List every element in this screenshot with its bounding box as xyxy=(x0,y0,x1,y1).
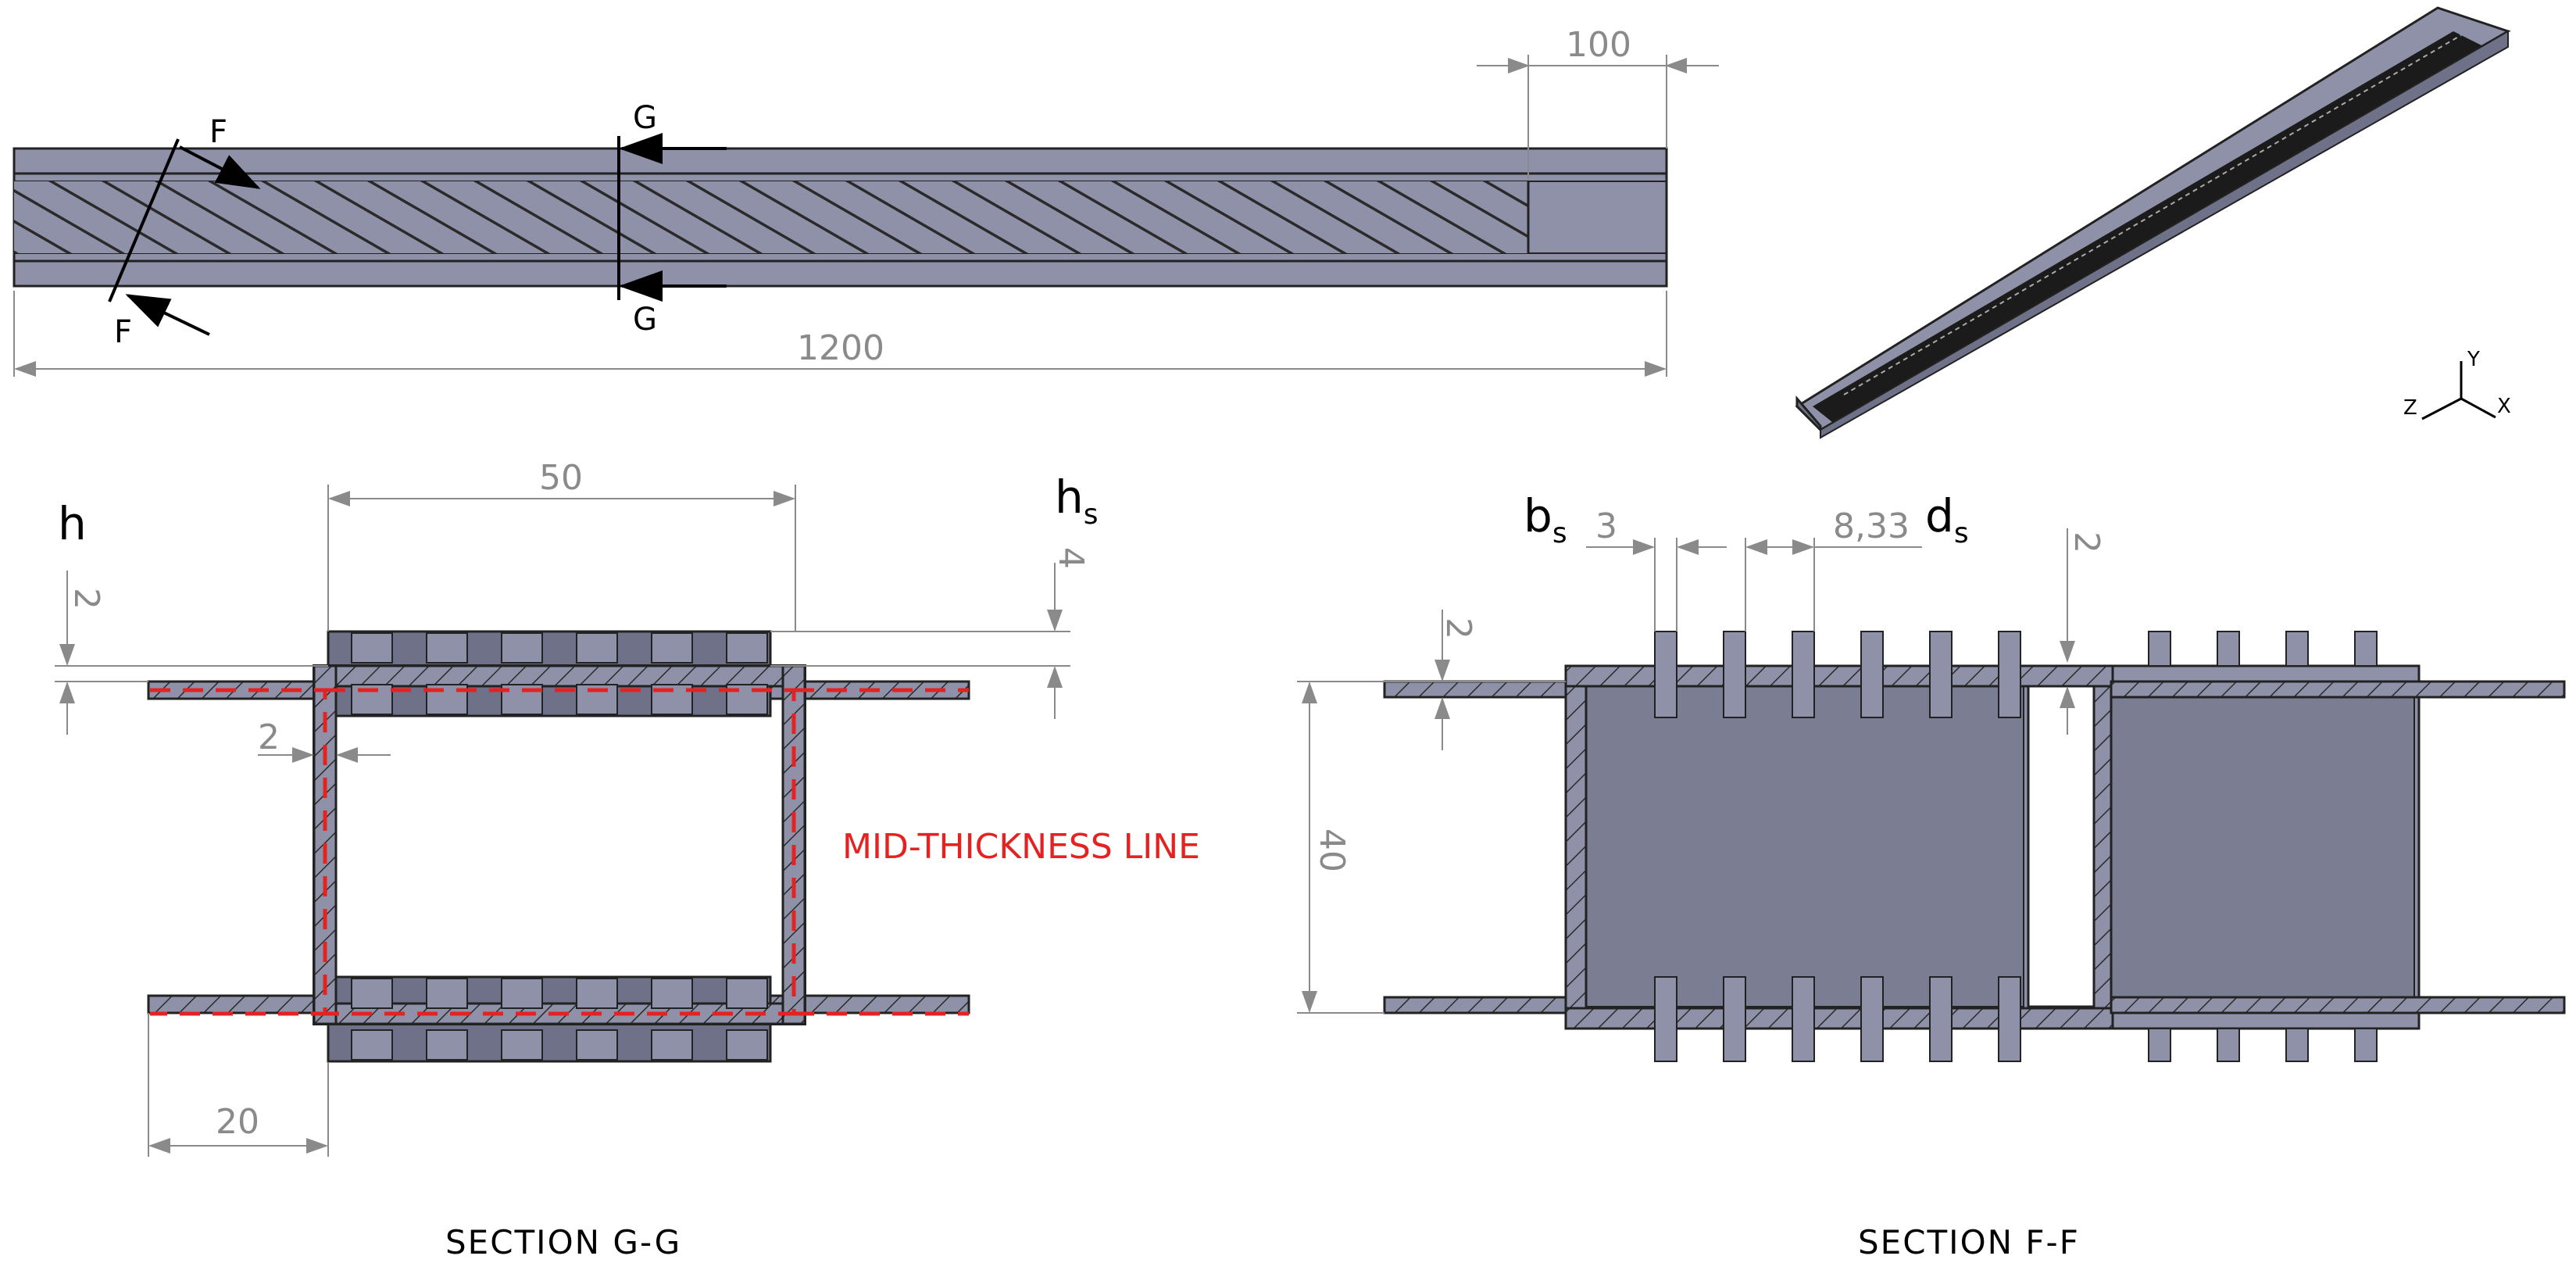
isometric-view xyxy=(1795,6,2511,439)
symbol-hs: hs xyxy=(1055,470,1099,531)
dim-40-text: 40 xyxy=(1312,828,1352,872)
elevation-view xyxy=(13,147,1668,288)
dim-ff-stiff-2-text: 2 xyxy=(2067,531,2106,553)
mid-thickness-line xyxy=(150,688,969,1016)
section-f-cut: F F xyxy=(108,114,261,350)
dim-h-2-text: 2 xyxy=(66,588,106,610)
dim-50-text: 50 xyxy=(539,458,583,498)
axis-y-label: Y xyxy=(2467,348,2480,371)
dim-100-text: 100 xyxy=(1566,25,1631,65)
axis-z-label: Z xyxy=(2403,396,2417,420)
section-gg xyxy=(147,630,970,1063)
dim-bs-3-text: 3 xyxy=(1595,506,1617,546)
section-gg-title: SECTION G-G xyxy=(445,1223,681,1261)
dim-ds-text: 8,33 xyxy=(1833,506,1910,546)
axis-triad: Y X Z xyxy=(2403,348,2511,420)
dim-100: 100 xyxy=(1477,25,1719,180)
mid-thickness-label: MID-THICKNESS LINE xyxy=(842,827,1200,867)
dim-1200-text: 1200 xyxy=(797,328,884,368)
section-f-bottom-label: F xyxy=(114,314,132,350)
section-ff-title: SECTION F-F xyxy=(1858,1223,2080,1261)
section-ff xyxy=(1383,631,2566,1062)
section-g-cut: G G xyxy=(617,100,727,338)
symbol-h: h xyxy=(58,497,87,550)
stiffener-zone xyxy=(14,181,1528,253)
dim-web-2-text: 2 xyxy=(258,717,280,757)
symbol-ds: ds xyxy=(1925,489,1969,549)
dim-ff-2-text: 2 xyxy=(1438,617,1478,639)
dim-1200: 1200 xyxy=(13,291,1667,377)
section-g-bottom-label: G xyxy=(633,302,657,338)
dim-hs-4-text: 4 xyxy=(1051,547,1091,569)
ff-dimensions: 3 8,33 2 40 2 xyxy=(1297,506,2106,1014)
dim-20-text: 20 xyxy=(216,1102,259,1142)
section-f-top-label: F xyxy=(209,114,227,150)
axis-x-label: X xyxy=(2497,395,2511,418)
gg-dimensions: 50 2 2 20 4 xyxy=(55,458,1091,1157)
section-g-top-label: G xyxy=(633,100,657,136)
symbol-bs: bs xyxy=(1524,489,1567,549)
